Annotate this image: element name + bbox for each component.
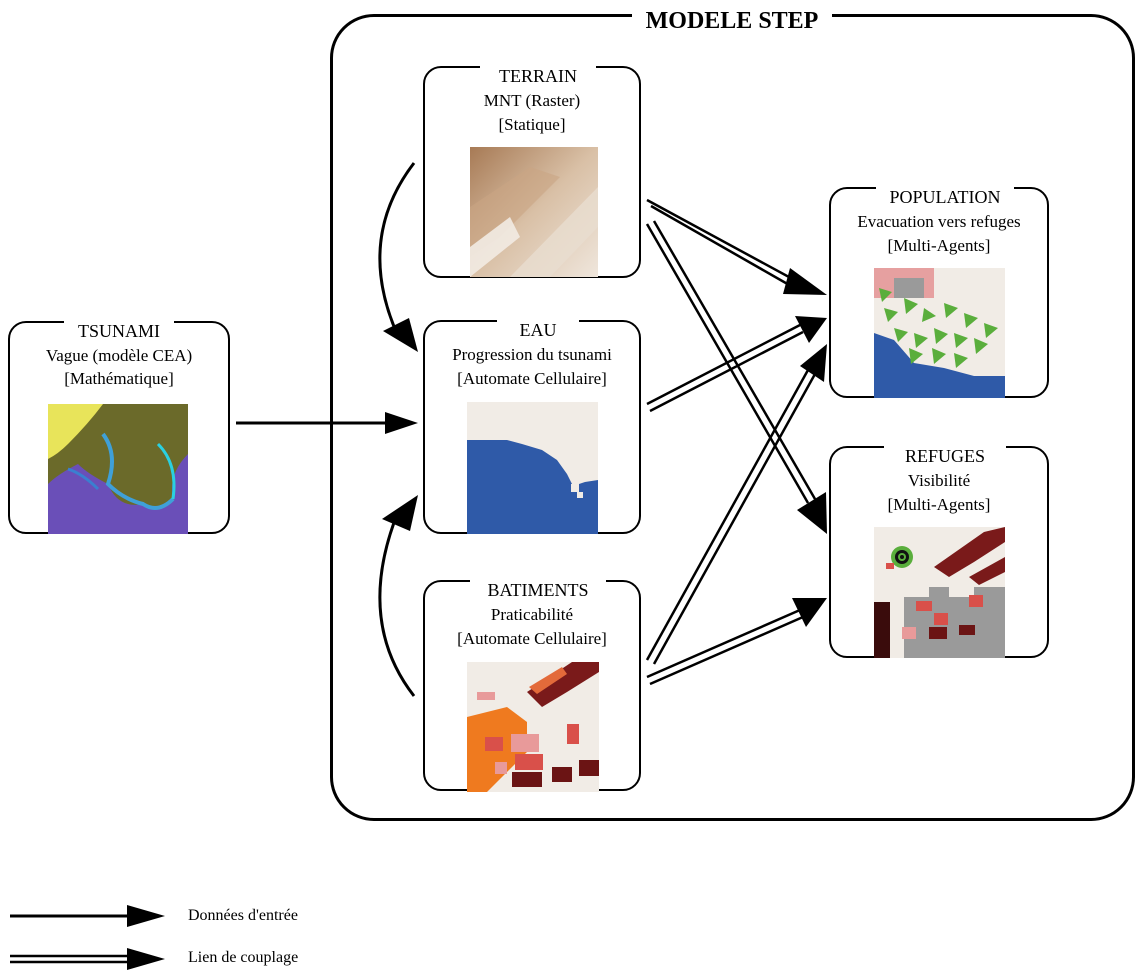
tsunami-title: TSUNAMI (64, 321, 174, 341)
eau-line1: Progression du tsunami (452, 345, 612, 364)
refuges-visibility-map (874, 527, 1005, 658)
batiments-map (467, 662, 599, 792)
refuges-title: REFUGES (884, 446, 1006, 466)
refuges-line2: [Multi-Agents] (887, 495, 991, 514)
population-line2: [Multi-Agents] (887, 236, 991, 255)
legend-coupling-label: Lien de couplage (188, 949, 299, 966)
tsunami-wave-map (48, 404, 188, 534)
terrain-title: TERRAIN (480, 66, 596, 86)
eau-water-map (467, 402, 598, 534)
coupling-arrow-batiments-population (645, 344, 827, 665)
batiments-title: BATIMENTS (470, 580, 606, 600)
batiments-line1: Praticabilité (490, 605, 574, 624)
coupling-arrow-eau-population (646, 316, 827, 413)
legend-input-label: Données d'entrée (188, 907, 298, 924)
terrain-dem-map (470, 147, 598, 277)
terrain-line1: MNT (Raster) (483, 91, 581, 110)
refuges-line1: Visibilité (907, 471, 971, 490)
coupling-arrow-terrain-population (646, 198, 827, 295)
legend-input-arrow (10, 905, 165, 927)
input-arrow-terrain-eau (378, 162, 418, 352)
coupling-arrow-terrain-refuges (645, 220, 827, 534)
terrain-line2: [Statique] (498, 115, 566, 134)
tsunami-line1: Vague (modèle CEA) (45, 346, 193, 365)
batiments-line2: [Automate Cellulaire] (457, 629, 607, 648)
input-arrow-batiments-eau (378, 495, 418, 697)
eau-line2: [Automate Cellulaire] (457, 369, 607, 388)
population-line1: Evacuation vers refuges (857, 212, 1021, 231)
coupling-arrow-batiments-refuges (646, 598, 827, 686)
step-model-title: MODELE STEP (632, 6, 832, 36)
population-agents-map (874, 268, 1005, 398)
tsunami-line2: [Mathématique] (64, 369, 174, 388)
population-title: POPULATION (876, 187, 1014, 207)
input-arrow-tsunami-eau (236, 412, 418, 434)
legend-coupling-arrow (10, 948, 165, 970)
eau-title: EAU (497, 320, 579, 340)
